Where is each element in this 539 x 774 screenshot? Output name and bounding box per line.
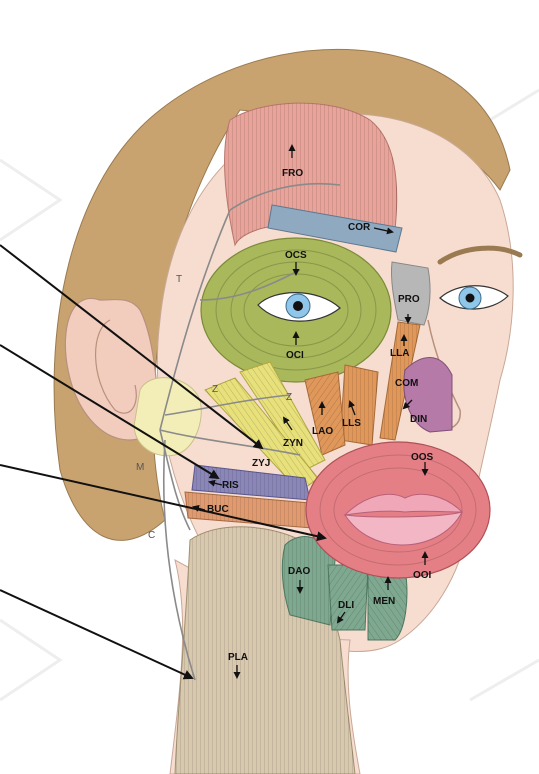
- right-pupil: [466, 294, 475, 303]
- label-zyj: ZYJ: [252, 458, 270, 469]
- label-nerve-zygomatic-1: Z: [212, 384, 218, 395]
- label-nerve-temporal: T: [176, 274, 182, 285]
- label-oos: OOS: [411, 452, 434, 463]
- label-nerve-cervical: C: [148, 530, 155, 541]
- label-lls: LLS: [342, 418, 361, 429]
- parotid-gland: [134, 378, 201, 456]
- label-pro: PRO: [398, 294, 420, 305]
- label-buc: BUC: [207, 504, 229, 515]
- label-pla: PLA: [228, 652, 248, 663]
- label-men: MEN: [373, 596, 395, 607]
- label-nerve-marginal: M: [136, 462, 144, 473]
- label-zyn: ZYN: [283, 438, 303, 449]
- label-ocs: OCS: [285, 250, 307, 261]
- label-nerve-zygomatic-2: Z: [286, 392, 292, 403]
- label-lla: LLA: [390, 348, 409, 359]
- label-oci: OCI: [286, 350, 304, 361]
- label-dao: DAO: [288, 566, 310, 577]
- label-fro: FRO: [282, 168, 303, 179]
- lls-striations: [340, 365, 378, 445]
- label-dli: DLI: [338, 600, 354, 611]
- label-com: COM: [395, 378, 418, 389]
- dli-striations: [328, 565, 368, 630]
- label-cor: COR: [348, 222, 371, 233]
- label-din: DIN: [410, 414, 427, 425]
- label-ooi: OOI: [413, 570, 432, 581]
- label-lao: LAO: [312, 426, 333, 437]
- left-pupil: [293, 301, 303, 311]
- label-ris: RIS: [222, 480, 239, 491]
